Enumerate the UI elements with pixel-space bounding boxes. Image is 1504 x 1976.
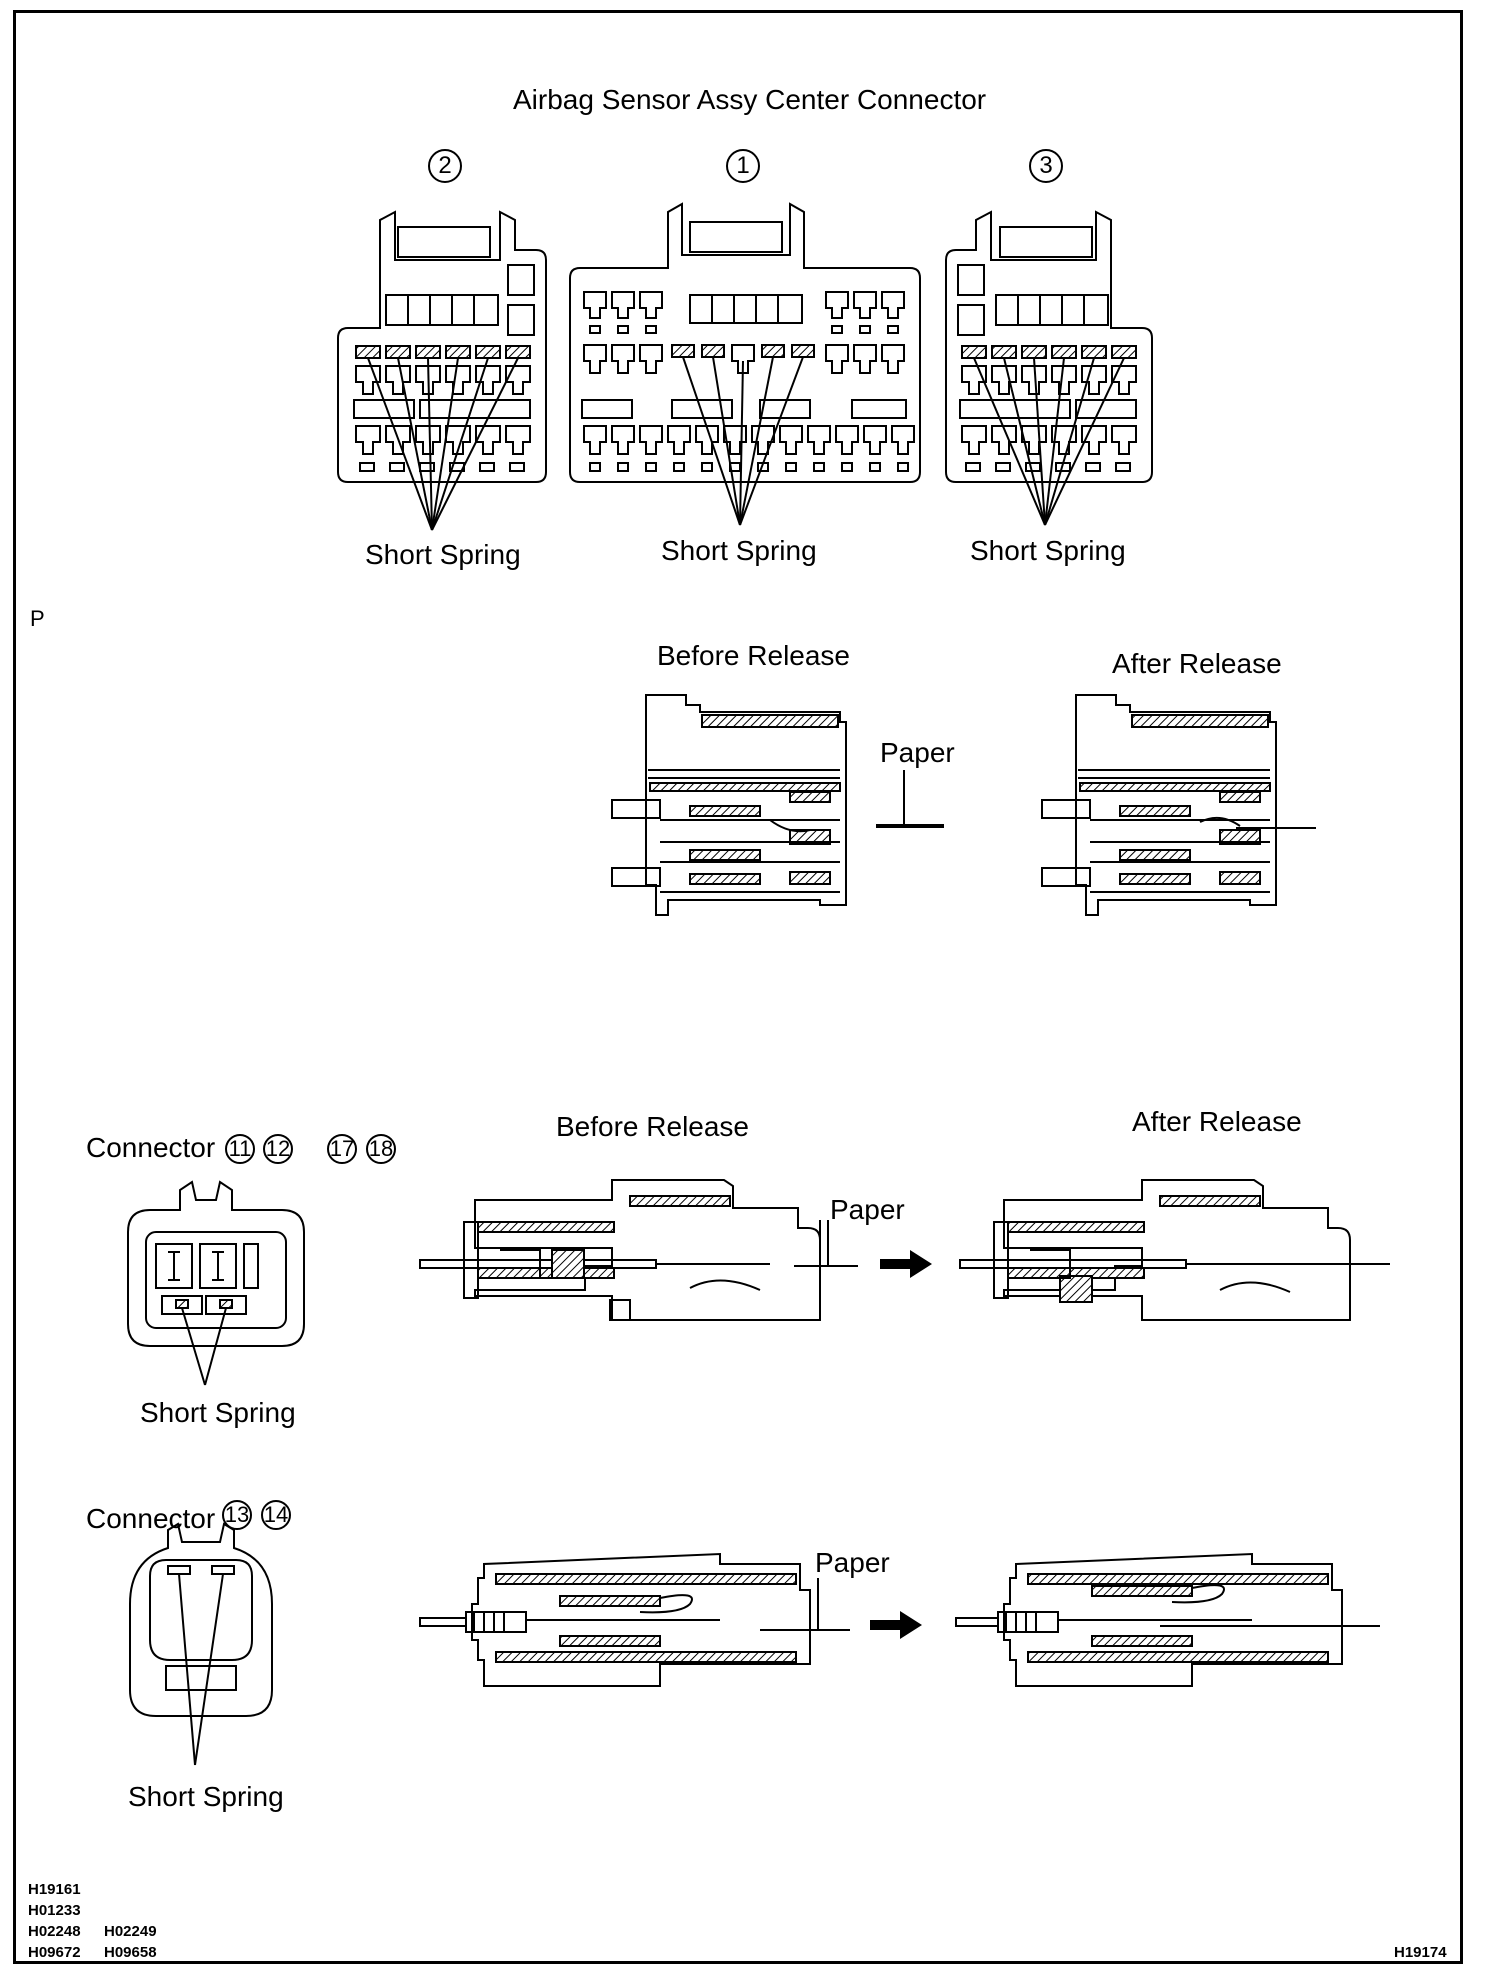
connector-1-drawing [569,202,921,526]
connector-number-18: 18 [366,1134,396,1164]
arrow-right-icon [880,1250,932,1278]
after-release-label-top: After Release [1112,648,1282,679]
release-bottom-before-drawing [419,1552,850,1687]
paper-label-bottom: Paper [815,1547,890,1578]
release-top-before-drawing [611,694,944,916]
connector-number-2: 2 [428,149,462,183]
short-spring-label-1: Short Spring [661,535,817,566]
side-mark: P [30,606,45,631]
figure-code-6: H09658 [104,1944,157,1961]
connector-number-12: 12 [263,1134,293,1164]
figure-code-5: H09672 [28,1944,81,1961]
short-spring-label-a: Short Spring [140,1397,296,1428]
release-top-after-drawing [1041,694,1316,916]
figure-frame [13,10,1463,1964]
connector-2-drawing [337,210,547,531]
figure-code-3: H02248 [28,1923,81,1940]
paper-label-mid: Paper [830,1194,905,1225]
main-title: Airbag Sensor Assy Center Connector [513,84,987,115]
figure-code-4: H02249 [104,1923,157,1940]
connector-number-3: 3 [1029,149,1063,183]
figure-code-2: H01233 [28,1902,81,1919]
release-mid-after-drawing [959,1179,1390,1321]
figure-code-right: H19174 [1394,1944,1447,1961]
release-mid-before-drawing [419,1179,858,1321]
figure-code-1: H19161 [28,1881,81,1898]
short-spring-label-b: Short Spring [128,1781,284,1812]
before-release-label-top: Before Release [657,640,851,671]
connector-number-14: 14 [261,1500,291,1530]
connector-3-drawing [945,210,1153,526]
arrow-right-icon [870,1611,922,1639]
release-bottom-after-drawing [955,1552,1380,1687]
after-release-label-mid: After Release [1132,1106,1302,1137]
connector-number-1: 1 [726,149,760,183]
connector-number-11: 11 [225,1134,255,1164]
connector-b-label: Connector [86,1503,216,1534]
connector-number-17: 17 [327,1134,357,1164]
paper-label-top: Paper [880,737,955,768]
connector-a-label: Connector [86,1132,216,1163]
before-release-label-mid: Before Release [556,1111,750,1142]
connector-b-drawing [129,1522,273,1766]
connector-a-drawing [127,1180,305,1386]
short-spring-label-2: Short Spring [365,539,521,570]
short-spring-label-3: Short Spring [970,535,1126,566]
